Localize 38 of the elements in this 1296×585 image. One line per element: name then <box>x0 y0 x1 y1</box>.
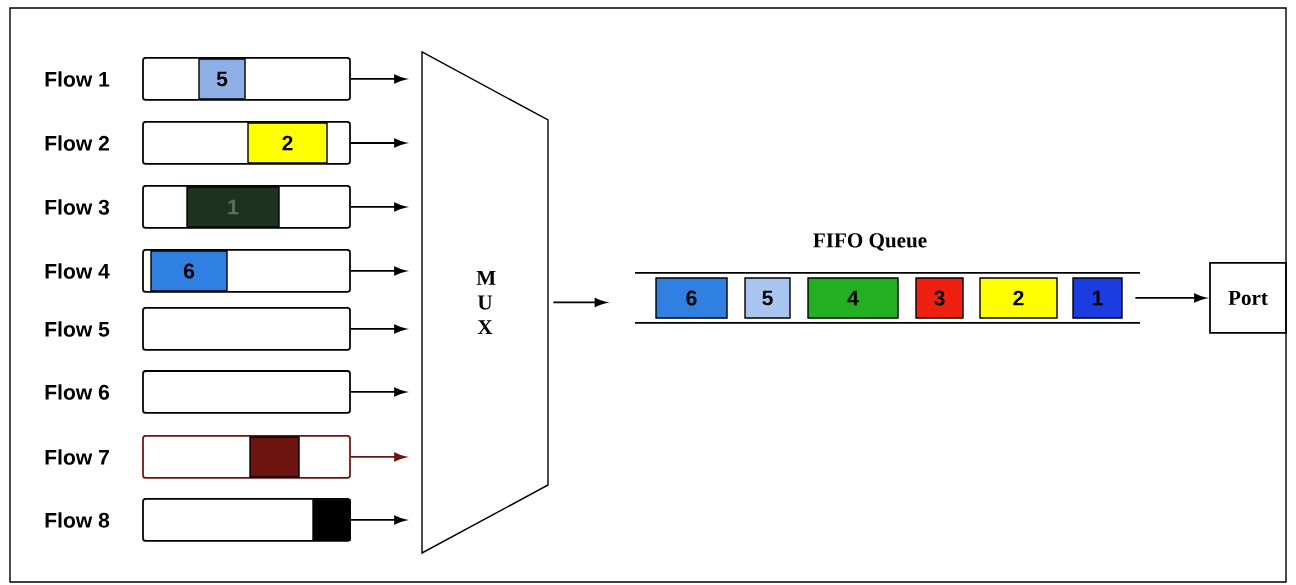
flow-bar <box>142 370 351 414</box>
arrow <box>350 452 406 462</box>
flow-label: Flow 5 <box>45 321 110 337</box>
flow-bar <box>142 249 351 293</box>
packet: 5 <box>744 277 791 319</box>
arrow <box>1134 293 1206 303</box>
arrow <box>350 324 406 334</box>
port-box: Port <box>1209 262 1287 334</box>
packet: 2 <box>247 122 328 164</box>
flow-bar <box>142 57 351 101</box>
flow-bar <box>142 121 351 165</box>
flow-label: Flow 2 <box>45 135 109 151</box>
arrow <box>350 387 406 397</box>
flow-label: Flow 3 <box>45 199 110 215</box>
packet: 6 <box>655 277 728 319</box>
packet: 1 <box>186 186 280 228</box>
packet: 6 <box>150 250 228 292</box>
packet <box>249 436 300 478</box>
flow-label: Flow 7 <box>45 449 109 465</box>
flow-label: Flow 4 <box>45 263 110 279</box>
flow-bar <box>142 185 351 229</box>
flow-label: Flow 6 <box>45 384 110 400</box>
arrow <box>350 138 406 148</box>
arrow <box>350 74 406 84</box>
packet: 1 <box>1072 277 1123 319</box>
packet: 2 <box>979 277 1058 319</box>
arrow <box>350 202 406 212</box>
flow-label: Flow 8 <box>45 512 110 528</box>
packet: 4 <box>807 277 899 319</box>
flow-bar <box>142 307 351 351</box>
arrow <box>350 266 406 276</box>
arrow <box>350 515 406 525</box>
packet: 3 <box>915 277 964 319</box>
packet: 5 <box>198 58 246 100</box>
flow-bar <box>142 498 351 542</box>
packet <box>312 499 351 541</box>
flow-bar <box>142 435 351 479</box>
flow-label: Flow 1 <box>45 71 110 87</box>
